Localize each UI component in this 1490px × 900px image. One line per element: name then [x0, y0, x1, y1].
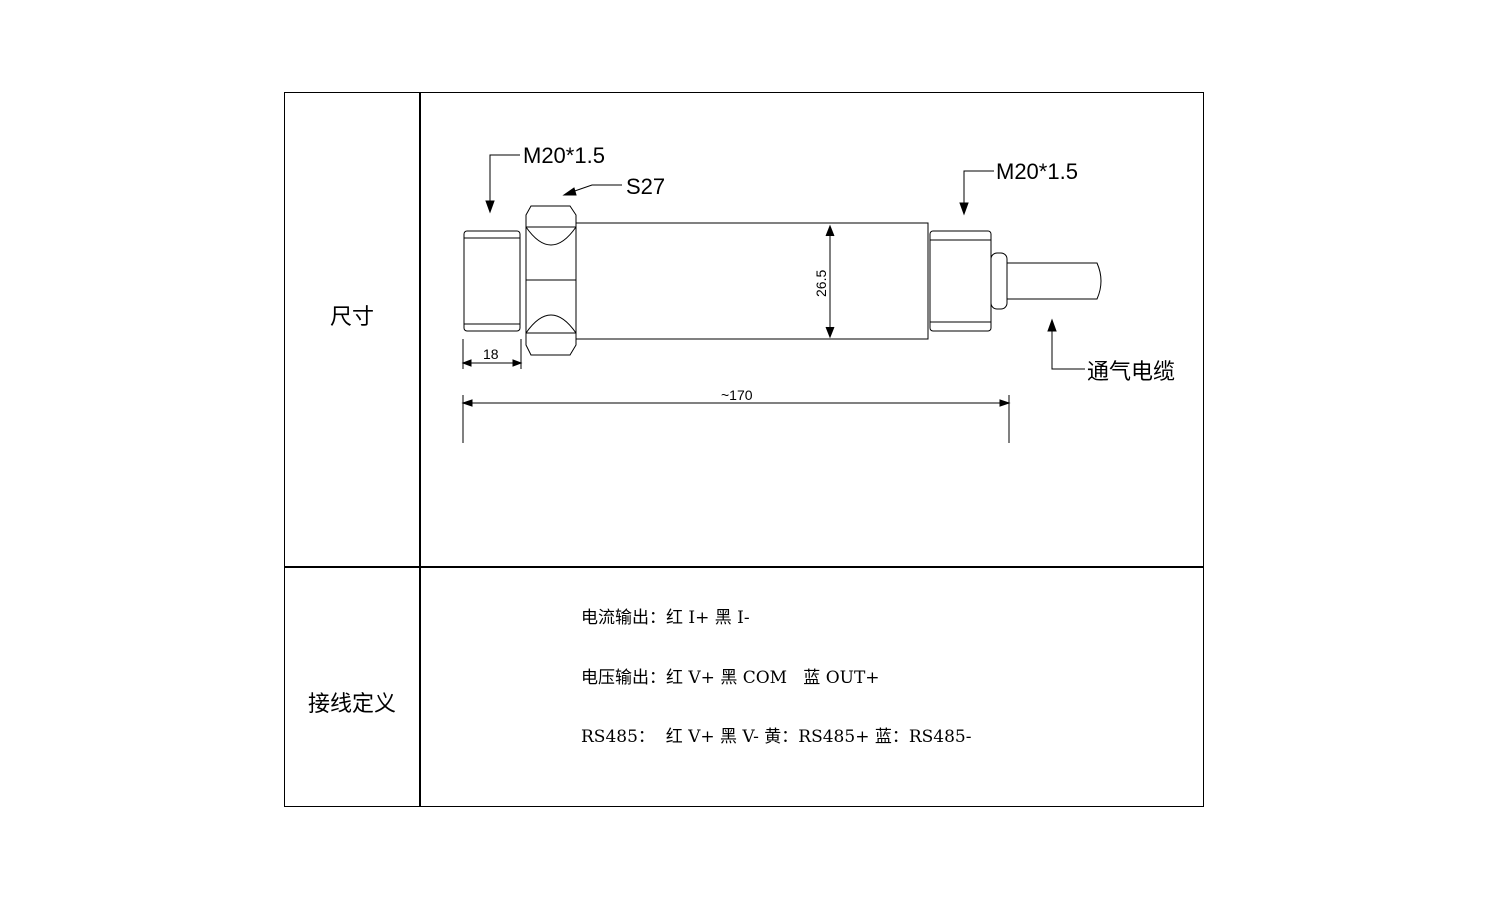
- right-thread-fitting: [929, 230, 992, 332]
- left-thread-label: M20*1.5: [523, 143, 605, 168]
- row-label-wiring: 接线定义: [307, 692, 396, 717]
- voltage-output-wiring: 电压输出：红 V+ 黑 COM 蓝 OUT+: [581, 668, 880, 688]
- dimension-drawing: M20*1.5 S27 M20*1.5 26.5 18 ~170 通气电缆: [461, 143, 1175, 443]
- current-output-wiring: 电流输出：红 I+ 黑 I-: [581, 608, 750, 628]
- main-body: [575, 222, 929, 340]
- rs485-wiring: RS485： 红 V+ 黑 V- 黄：RS485+ 蓝：RS485-: [581, 727, 972, 747]
- total-length-label: ~170: [721, 387, 753, 403]
- right-thread-label: M20*1.5: [996, 159, 1078, 184]
- cable-label: 通气电缆: [1087, 359, 1175, 384]
- column-divider: [419, 93, 421, 806]
- hex-nut: [525, 205, 577, 356]
- spec-table: 尺寸 接线定义: [284, 92, 1204, 807]
- hex-label: S27: [626, 174, 665, 199]
- row-divider: [285, 566, 1203, 568]
- cable-gland: [990, 252, 1008, 310]
- diameter-label: 26.5: [813, 270, 829, 297]
- row-label-dimensions: 尺寸: [329, 305, 374, 330]
- thread-length-label: 18: [483, 346, 499, 362]
- cable: [1017, 262, 1102, 300]
- left-thread-fitting: [463, 230, 521, 332]
